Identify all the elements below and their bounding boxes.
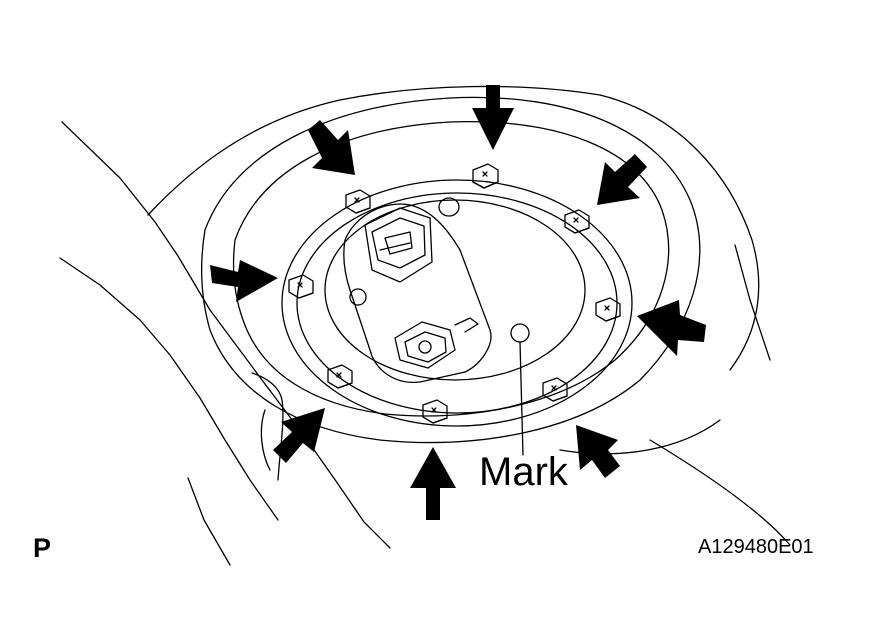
arrow-down-icon	[472, 85, 514, 150]
arrow-up-left-icon	[576, 425, 620, 478]
tank-lip-left	[147, 85, 601, 216]
gasket-ring-outer	[281, 179, 633, 427]
bolt	[327, 364, 353, 389]
arrow-right-icon	[210, 260, 278, 302]
bolt	[288, 274, 314, 299]
tank-edge-right	[649, 439, 791, 546]
tank-inner-ring	[232, 121, 670, 417]
pump-bracket	[343, 203, 492, 384]
bolt	[564, 209, 590, 234]
electrical-connector	[364, 207, 433, 283]
tank-outer-ring	[201, 96, 701, 444]
arrow-down-right-icon	[308, 120, 355, 175]
tank-curve-right	[599, 94, 760, 371]
tank-outline-left-inner	[59, 257, 279, 521]
arrow-down-left-icon	[597, 154, 647, 205]
bolt	[595, 297, 621, 322]
bracket-left	[260, 409, 271, 471]
tank-lower-left	[187, 477, 231, 566]
tank-outline-left	[61, 121, 391, 549]
tank-right-edge	[734, 244, 771, 361]
arrow-up-icon	[410, 447, 456, 520]
figure-code: A129480E01	[698, 536, 814, 558]
bolt	[422, 399, 448, 424]
hole-left	[349, 288, 367, 306]
bolt	[472, 163, 499, 189]
sender-unit	[394, 317, 479, 369]
arrow-left-icon	[637, 300, 706, 356]
mark-label: Mark	[479, 450, 568, 494]
arrow-up-right-icon	[273, 408, 325, 463]
view-label: P	[33, 533, 52, 563]
bolt	[542, 377, 568, 402]
cover-plate	[324, 199, 586, 381]
bolt	[345, 189, 371, 214]
hole-top	[438, 197, 460, 217]
mark-leader-line	[519, 341, 524, 456]
mark-hole	[510, 323, 530, 343]
gasket-ring-inner	[296, 192, 618, 414]
